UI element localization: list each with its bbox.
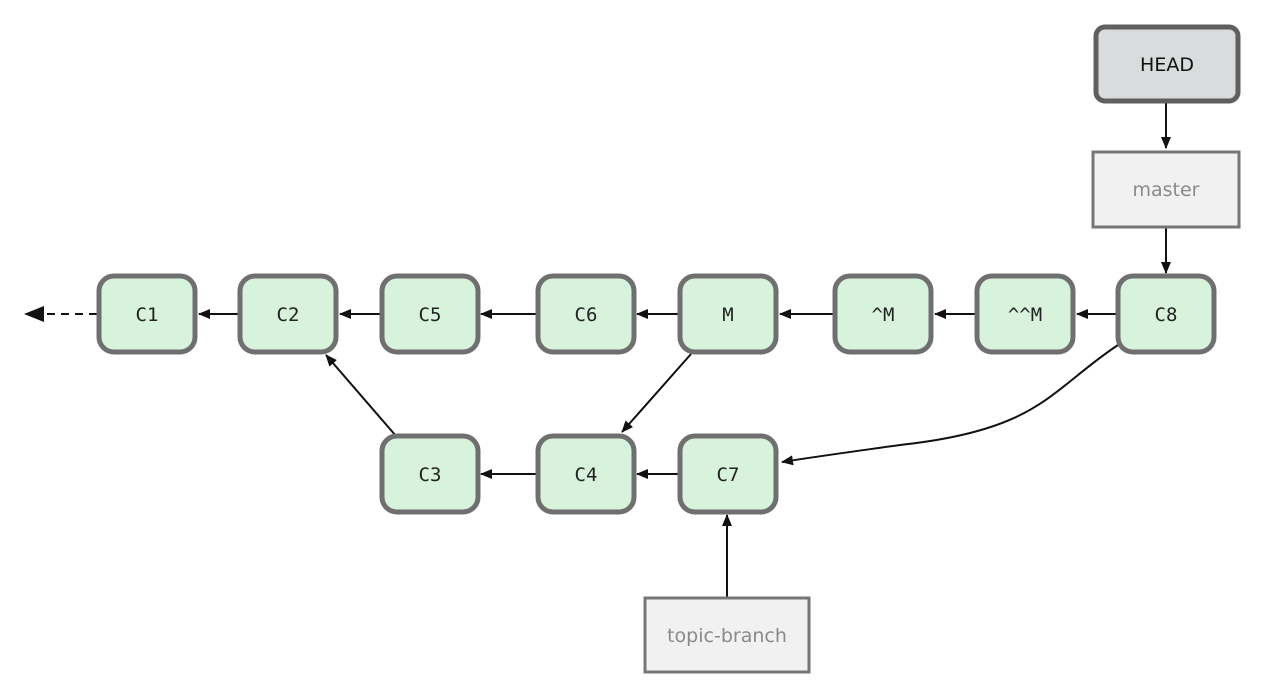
commit-m[interactable]: M <box>677 273 779 355</box>
commit-c5-box <box>379 273 481 355</box>
commit-c8[interactable]: C8 <box>1115 273 1217 355</box>
branch-master-box <box>1091 150 1241 229</box>
head-box <box>1093 24 1241 104</box>
branch-topic-box <box>643 596 811 674</box>
commit-c7-label: C7 <box>717 464 740 486</box>
commit-m-label: M <box>722 304 733 326</box>
commit-m-parent[interactable]: ^M <box>832 273 934 355</box>
commit-c6-box <box>535 273 637 355</box>
commit-c3[interactable]: C3 <box>379 433 481 515</box>
commit-c6-label: C6 <box>575 304 598 326</box>
edge-m-to-c4 <box>621 353 692 433</box>
commit-m-parent-label: ^M <box>872 304 895 326</box>
commit-c1[interactable]: C1 <box>96 273 198 355</box>
branch-master-label: master <box>1132 179 1199 201</box>
commit-c2[interactable]: C2 <box>237 273 339 355</box>
commit-m-parent-box <box>832 273 934 355</box>
edge-c3-to-c2 <box>325 354 397 437</box>
branch-topic-label: topic-branch <box>667 625 787 647</box>
commit-c2-box <box>237 273 339 355</box>
commit-c7-box <box>677 433 779 515</box>
commit-c4[interactable]: C4 <box>535 433 637 515</box>
commit-c1-box <box>96 273 198 355</box>
head-pointer[interactable]: HEAD <box>1093 24 1241 104</box>
commit-m-box <box>677 273 779 355</box>
commit-c3-label: C3 <box>419 464 442 486</box>
branch-master[interactable]: master <box>1091 150 1241 229</box>
commit-c3-box <box>379 433 481 515</box>
commit-c6[interactable]: C6 <box>535 273 637 355</box>
commit-c4-label: C4 <box>575 464 598 486</box>
commit-m-grandparent-box <box>974 273 1076 355</box>
commit-c2-label: C2 <box>277 304 300 326</box>
branch-topic[interactable]: topic-branch <box>643 596 811 674</box>
head-label: HEAD <box>1140 54 1194 76</box>
commit-m-grandparent-label: ^^M <box>1008 304 1042 326</box>
history-arrowhead <box>24 306 44 322</box>
commit-c4-box <box>535 433 637 515</box>
commit-m-grandparent[interactable]: ^^M <box>974 273 1076 355</box>
commit-c7[interactable]: C7 <box>677 433 779 515</box>
commit-c8-box <box>1115 273 1217 355</box>
edge-c8-to-c7 <box>781 344 1119 466</box>
commit-c1-label: C1 <box>136 304 159 326</box>
commit-c5[interactable]: C5 <box>379 273 481 355</box>
commit-c8-label: C8 <box>1155 304 1178 326</box>
commit-c5-label: C5 <box>419 304 442 326</box>
